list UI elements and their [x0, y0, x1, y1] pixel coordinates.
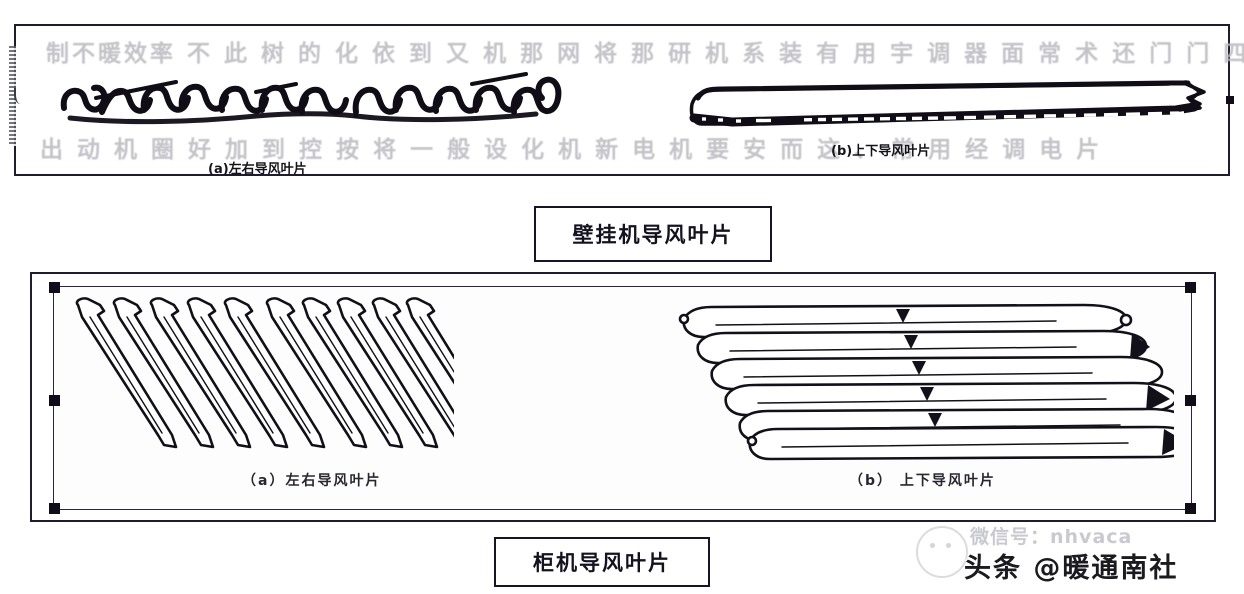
cabinet-unit-title-box[interactable]: 柜机导风叶片 [494, 537, 710, 587]
selection-handle-inner-top-left[interactable] [49, 282, 60, 293]
selection-handle-inner-bottom-right[interactable] [1185, 503, 1196, 514]
watermark-wechat-id: 微信号：nhvaca [970, 526, 1133, 548]
caption-top-a: (a)左右导风叶片 [208, 162, 307, 177]
cabinet-vertical-blades-drawing [64, 295, 454, 455]
wall-unit-figure-panel[interactable]: 制不暖效率 不 此 树 的 化 依 到 又 机 那 网 将 那 研 机 系 装 … [14, 24, 1244, 177]
caption-top-b: (b)上下导风叶片 [831, 144, 931, 159]
scan-ghost-text-line-1: 制不暖效率 不 此 树 的 化 依 到 又 机 那 网 将 那 研 机 系 装 … [46, 41, 1244, 67]
spiral-binding-curve [14, 88, 25, 104]
selection-handle-inner-bottom-left[interactable] [49, 503, 60, 514]
caption-bottom-b: （b） 上下导风叶片 [849, 473, 996, 489]
caption-bottom-a: （a）左右导风叶片 [242, 473, 382, 489]
scan-ghost-text-line-2: 出 动 机 圈 好 加 到 控 按 将 一 般 设 化 机 新 电 机 要 安 … [40, 137, 1103, 163]
selection-handle-top-right-mid[interactable] [1226, 96, 1234, 104]
wall-unit-title-text: 壁挂机导风叶片 [572, 223, 734, 247]
wall-unit-title-box[interactable]: 壁挂机导风叶片 [534, 206, 772, 262]
selection-handle-inner-mid-right[interactable] [1185, 395, 1196, 406]
cabinet-unit-title-text: 柜机导风叶片 [533, 551, 671, 575]
cabinet-unit-figure-panel[interactable]: （a）左右导风叶片 [30, 272, 1216, 522]
cabinet-horizontal-blades-drawing [664, 301, 1174, 461]
selection-handle-inner-top-right[interactable] [1185, 282, 1196, 293]
watermark: 微信号：nhvaca 头条 @暖通南社 [908, 510, 1238, 590]
cabinet-figure-inner-frame: （a）左右导风叶片 [49, 282, 1196, 514]
vertical-vane-zigzag-drawing [56, 68, 576, 130]
selection-handle-inner-mid-left[interactable] [49, 395, 60, 406]
watermark-account-name: 头条 @暖通南社 [964, 553, 1179, 584]
horizontal-blade-drawing [676, 78, 1220, 134]
spiral-binding-artifact [9, 46, 16, 146]
smiley-face-icon [916, 526, 968, 578]
